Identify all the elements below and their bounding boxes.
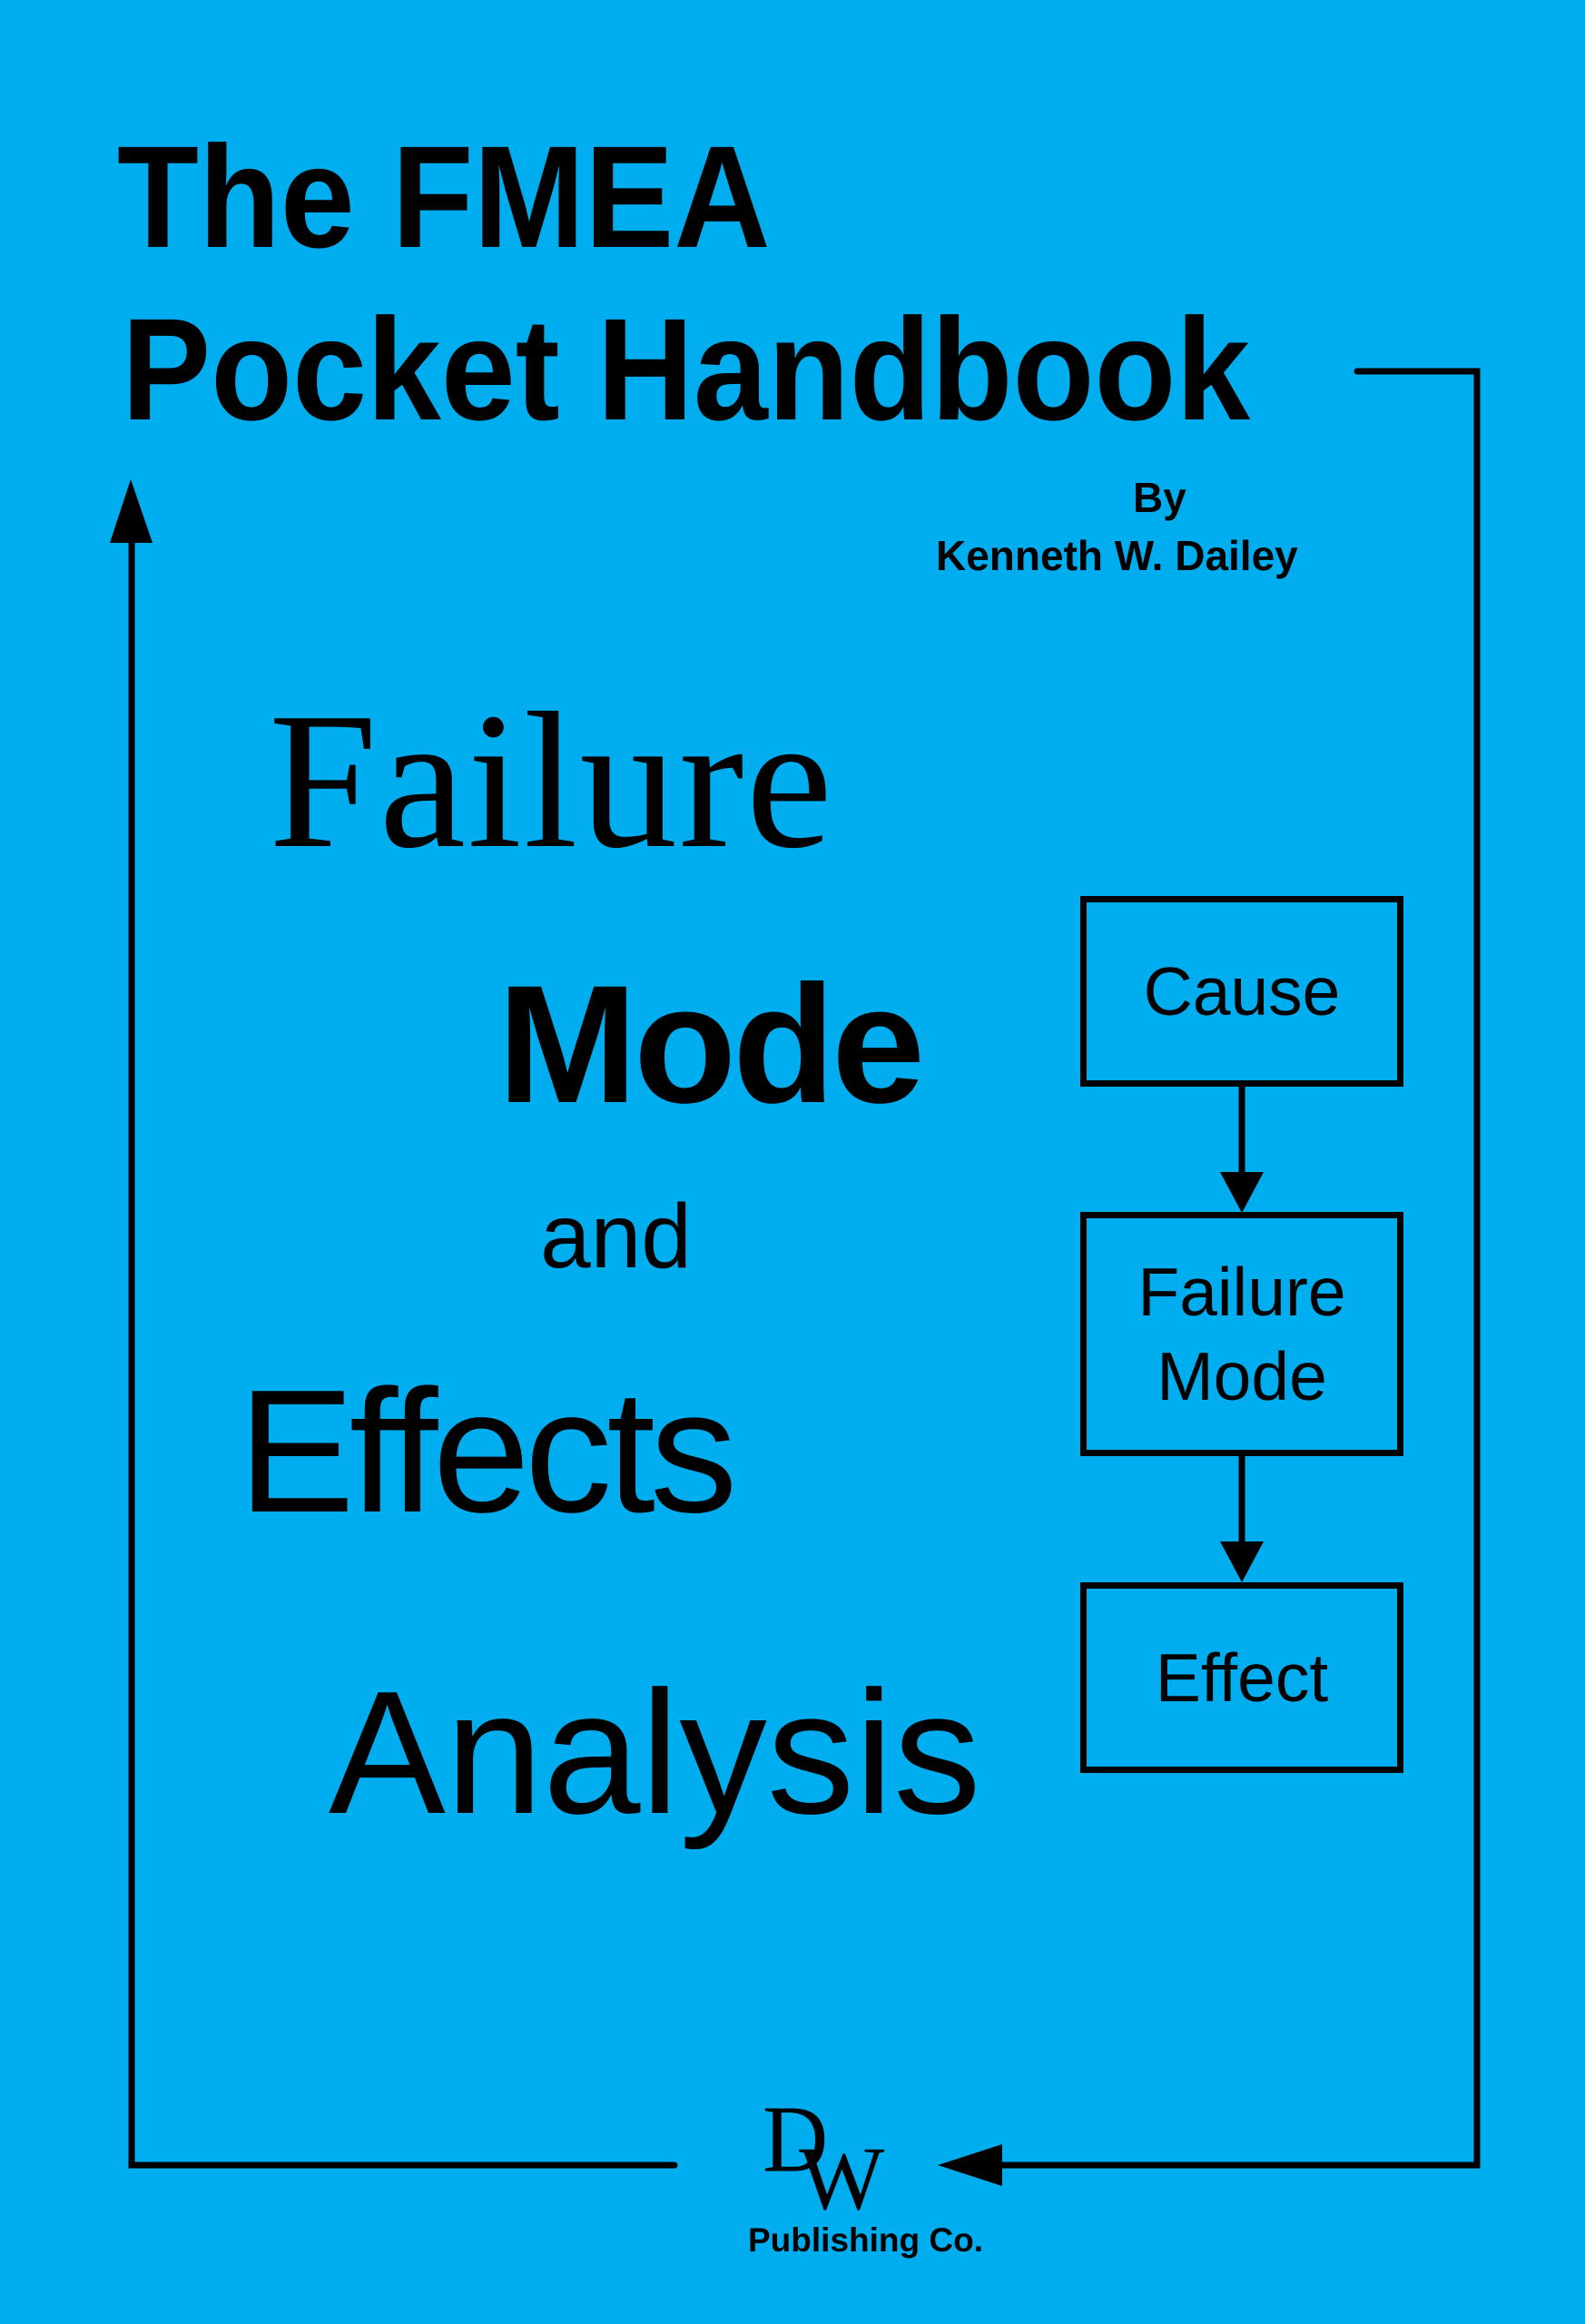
title-line-2: Pocket Handbook: [122, 288, 1251, 450]
box-label-line1: Failure: [1137, 1253, 1346, 1330]
right-loop-line: [995, 368, 1481, 2169]
flowchart-box-failure-mode: Failure Mode: [1080, 1212, 1403, 1456]
subtitle-and: and: [540, 1186, 692, 1287]
title-line-1: The FMEA: [117, 115, 771, 278]
arrow-up-icon: [110, 479, 153, 543]
subtitle-effects: Effects: [238, 1353, 737, 1549]
arrow-down-icon: [1220, 1541, 1264, 1582]
publisher-name: Publishing Co.: [748, 2221, 983, 2259]
subtitle-failure: Failure: [269, 672, 834, 889]
subtitle-mode: Mode: [497, 951, 925, 1138]
arrow-down-icon: [1220, 1172, 1264, 1213]
box-label-line2: Mode: [1157, 1337, 1327, 1414]
subtitle-analysis: Analysis: [329, 1654, 981, 1850]
left-loop-line: [128, 537, 678, 2169]
arrow-left-icon: [938, 2144, 1002, 2186]
publisher-logo-w: W: [799, 2128, 885, 2229]
by-label: By: [1133, 474, 1186, 521]
author-name: Kenneth W. Dailey: [936, 532, 1298, 579]
flowchart-box-cause: Cause: [1080, 896, 1403, 1087]
box-label: Effect: [1155, 1639, 1329, 1716]
box-label: Cause: [1143, 952, 1341, 1029]
publisher-logo-d: D: [763, 2086, 829, 2192]
flowchart-box-effect: Effect: [1080, 1582, 1403, 1773]
